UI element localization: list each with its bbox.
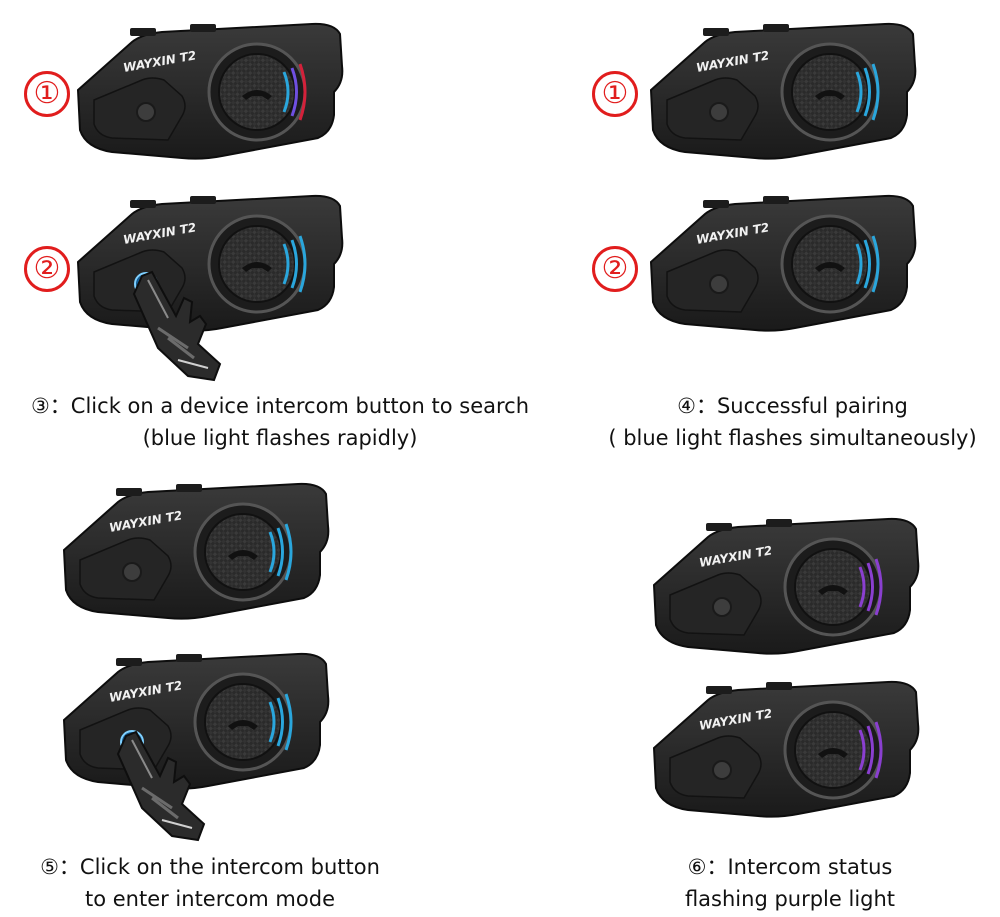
caption-step-6-line1: ⑥：Intercom status — [687, 855, 893, 879]
caption-step-5-line1: ⑤：Click on the intercom button — [40, 855, 380, 879]
caption-step-4: ④：Successful pairing ( blue light flashe… — [585, 390, 1000, 454]
intercom-device-right-4: WAYXIN T2 — [648, 678, 920, 819]
intercom-device-left-1: WAYXIN T2 — [72, 20, 344, 161]
step-marker-1-left: ① — [24, 71, 70, 117]
caption-step-3: ③：Click on a device intercom button to s… — [0, 390, 560, 454]
intercom-device-right-1: WAYXIN T2 — [645, 20, 917, 161]
intercom-device-right-2: WAYXIN T2 — [645, 192, 917, 333]
intercom-device-left-3: WAYXIN T2 — [58, 480, 330, 621]
caption-step-3-line2: (blue light flashes rapidly) — [142, 426, 418, 450]
caption-step-6: ⑥：Intercom status flashing purple light — [620, 851, 960, 915]
step-marker-1-right: ① — [592, 71, 638, 117]
caption-step-4-line1: ④：Successful pairing — [677, 394, 908, 418]
gloved-hand-icon — [128, 268, 238, 383]
gloved-hand-icon — [112, 728, 222, 843]
step-marker-2-right: ② — [592, 246, 638, 292]
caption-step-3-line1: ③：Click on a device intercom button to s… — [30, 394, 530, 418]
caption-step-4-line2: ( blue light flashes simultaneously) — [608, 426, 977, 450]
step-marker-2-left: ② — [24, 246, 70, 292]
caption-step-6-line2: flashing purple light — [684, 887, 896, 911]
caption-step-5-line2: to enter intercom mode — [84, 887, 335, 911]
caption-step-5: ⑤：Click on the intercom button to enter … — [0, 851, 420, 915]
intercom-device-right-3: WAYXIN T2 — [648, 515, 920, 656]
